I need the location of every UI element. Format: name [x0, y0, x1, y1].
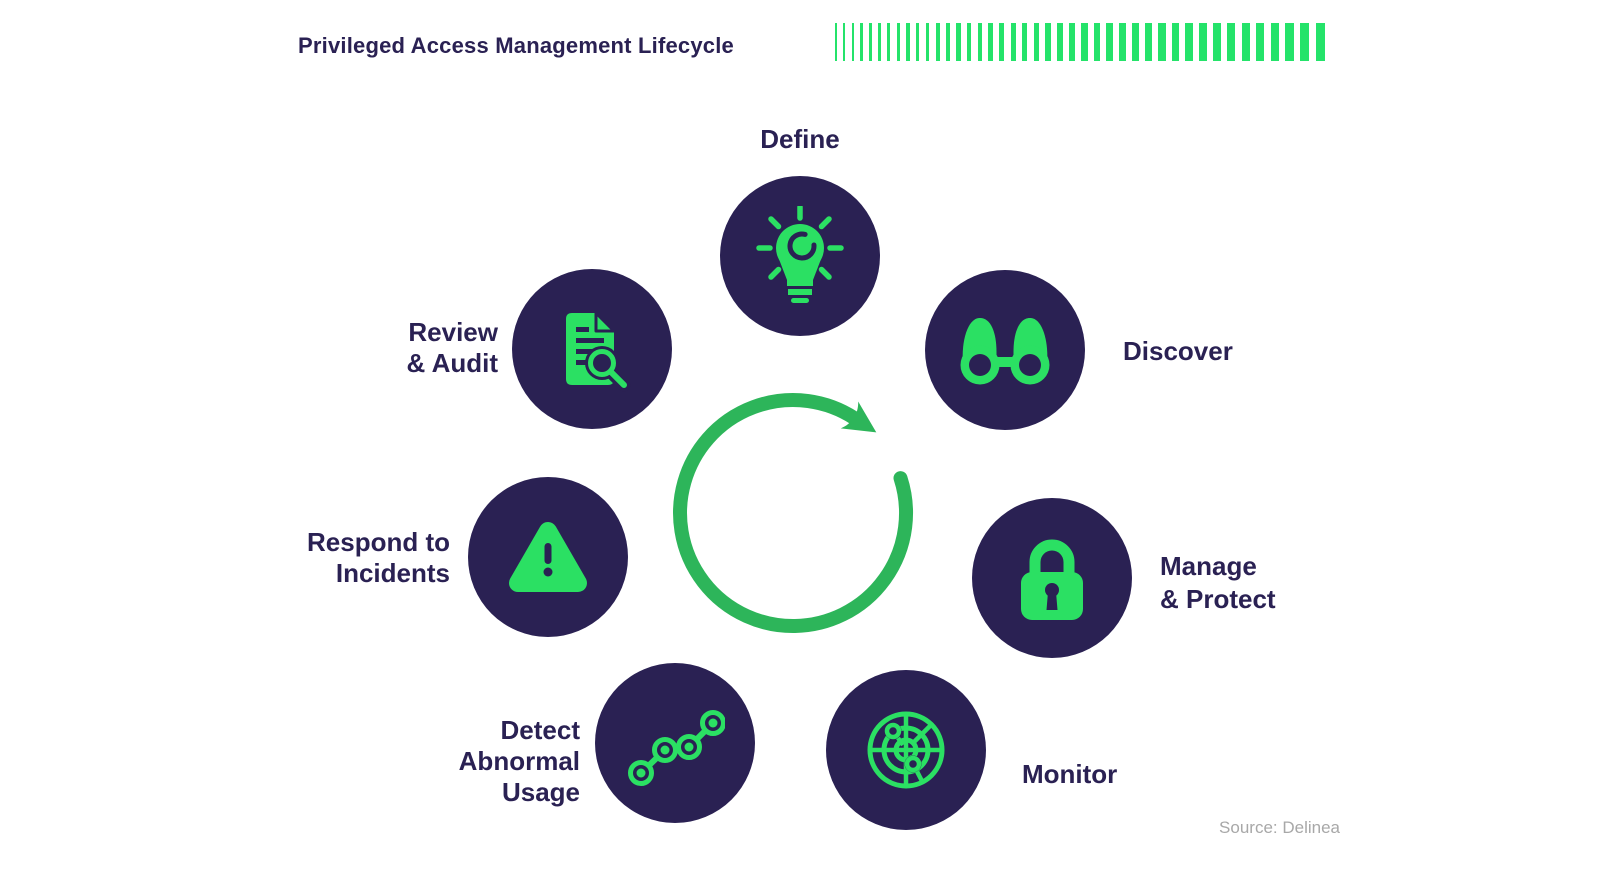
decor-bar	[1081, 23, 1088, 61]
decor-bar	[1033, 23, 1039, 61]
label-manage-protect: Manage & Protect	[1160, 551, 1276, 614]
label-detect-abnormal-usage: Detect Abnormal Usage	[458, 715, 580, 807]
decor-bar	[1300, 23, 1310, 61]
decor-bar	[1057, 23, 1063, 61]
decor-bar	[988, 23, 994, 61]
radar-icon	[867, 711, 945, 789]
node-review-audit	[512, 269, 672, 429]
source-credit: Source: Delinea	[1219, 818, 1340, 837]
decor-bar	[851, 23, 855, 61]
decor-bar	[999, 23, 1005, 61]
decor-bar	[1199, 23, 1207, 61]
decor-bar	[1171, 23, 1180, 61]
decor-bar	[1270, 23, 1280, 61]
node-define	[720, 176, 880, 336]
decor-bar	[1185, 23, 1193, 61]
decor-bar	[896, 23, 900, 61]
binoculars-icon	[960, 317, 1050, 385]
decor-bar	[869, 23, 872, 61]
cycle-arrow-icon	[673, 393, 914, 633]
decor-bar	[1106, 23, 1113, 61]
trend-line-icon	[628, 710, 725, 786]
decor-bar	[1045, 23, 1051, 61]
decor-bar	[956, 23, 961, 61]
padlock-icon	[1021, 539, 1083, 620]
decor-bar	[1227, 23, 1236, 61]
decor-bar	[1132, 23, 1139, 61]
decor-bar	[1093, 23, 1101, 61]
decor-bar	[1010, 23, 1016, 61]
node-manage-protect	[972, 498, 1132, 658]
decor-bar	[1145, 23, 1153, 61]
decor-bar	[1119, 23, 1126, 61]
decor-bar	[906, 23, 910, 61]
label-monitor: Monitor	[1022, 759, 1118, 789]
node-respond-to-incidents	[468, 477, 628, 637]
decor-bar	[925, 23, 930, 61]
warning-triangle-icon	[509, 522, 587, 592]
document-search-icon	[566, 311, 631, 392]
lightbulb-icon	[756, 206, 844, 303]
decor-bar	[1158, 23, 1166, 61]
label-review-audit: Review & Audit	[406, 317, 498, 378]
label-define: Define	[760, 124, 840, 154]
decor-bar	[1213, 23, 1221, 61]
decor-bar	[835, 23, 837, 61]
decor-bar	[1241, 23, 1250, 61]
label-respond-to-incidents: Respond to Incidents	[307, 527, 450, 588]
node-discover	[925, 270, 1085, 430]
decor-bar	[966, 23, 972, 61]
decor-bar	[843, 23, 846, 61]
label-discover: Discover	[1123, 336, 1233, 366]
decor-bar	[977, 23, 983, 61]
decor-bar	[945, 23, 950, 61]
decor-bar	[935, 23, 940, 61]
decor-bar	[915, 23, 920, 61]
decor-bar	[887, 23, 891, 61]
page-title: Privileged Access Management Lifecycle	[298, 33, 734, 58]
node-monitor	[826, 670, 986, 830]
decor-bar	[1021, 23, 1028, 61]
decor-bar	[860, 23, 863, 61]
decor-bar	[878, 23, 882, 61]
decor-bars	[835, 23, 1325, 61]
decor-bar	[1315, 23, 1325, 61]
decor-bar	[1285, 23, 1295, 61]
decor-bar	[1255, 23, 1265, 61]
decor-bar	[1069, 23, 1076, 61]
node-detect-abnormal-usage	[595, 663, 755, 823]
